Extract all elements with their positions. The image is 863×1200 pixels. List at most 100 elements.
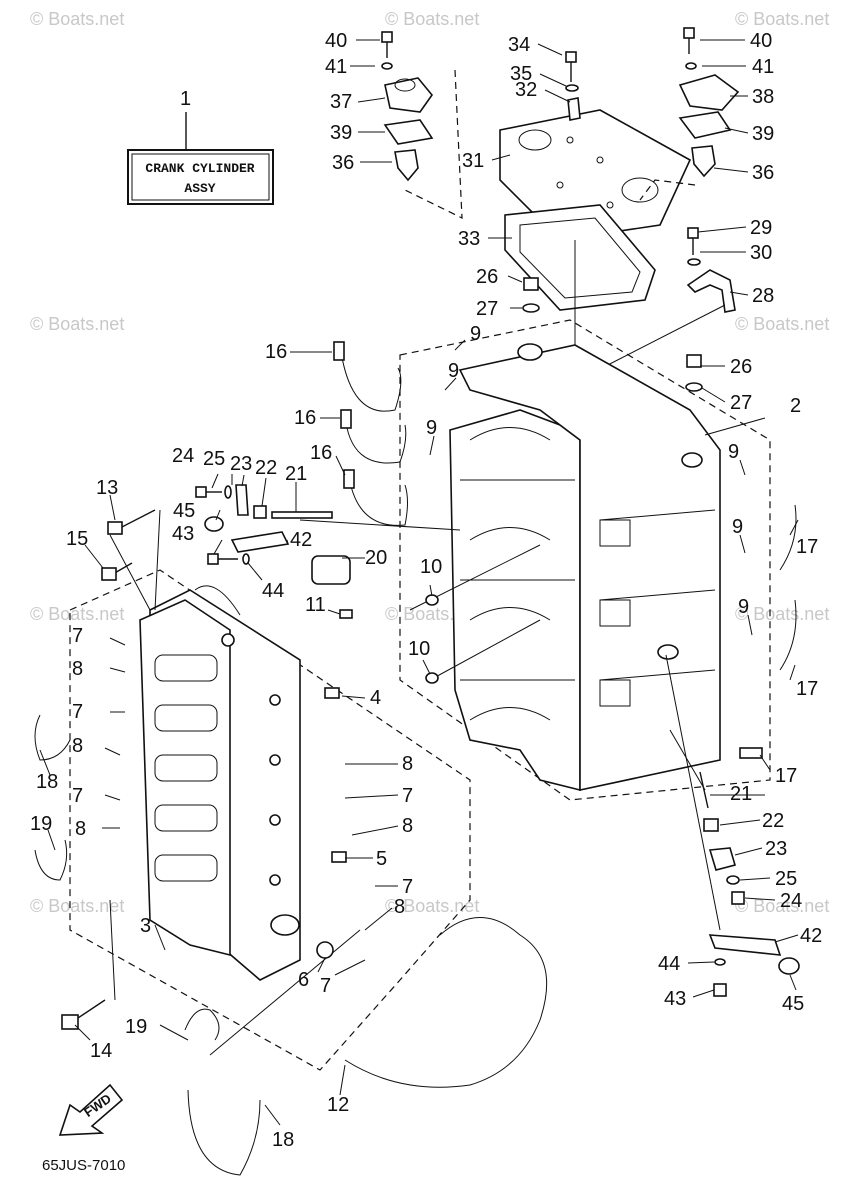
callout-2: 2 [790, 395, 801, 417]
callout-28: 28 [752, 285, 774, 307]
hose-18 [34, 714, 71, 761]
callout-9: 9 [728, 441, 739, 463]
diagram-code: 65JUS-7010 [42, 1157, 125, 1174]
plug-gasket [522, 303, 540, 313]
callout-18: 18 [36, 771, 58, 793]
callout-13: 13 [96, 477, 118, 499]
bolt-head [61, 1014, 79, 1030]
boss [599, 519, 631, 547]
watermark: © Boats.net [30, 314, 124, 334]
fwd-arrow: FWD [58, 1083, 124, 1136]
callout-4: 4 [370, 687, 381, 709]
watermark: © Boats.net [735, 9, 829, 29]
callout-33: 33 [458, 228, 480, 250]
hose-12 [344, 917, 548, 1088]
watermark: © Boats.net [385, 896, 479, 916]
callout-7: 7 [402, 876, 413, 898]
callout-39: 39 [330, 122, 352, 144]
hose-16 [339, 344, 402, 412]
callout-43: 43 [664, 988, 686, 1010]
watermark: © Boats.net [735, 896, 829, 916]
callout-36: 36 [332, 152, 354, 174]
callout-22: 22 [762, 810, 784, 832]
hose-end [739, 747, 763, 759]
callout-5: 5 [376, 848, 387, 870]
thermostat [394, 149, 419, 182]
plug-boss [681, 452, 703, 468]
washer [714, 958, 726, 966]
callout-38: 38 [752, 86, 774, 108]
bolt-head [207, 553, 219, 565]
hoses-and-links [34, 341, 797, 1176]
callout-12: 12 [327, 1094, 349, 1116]
callout-23: 23 [765, 838, 787, 860]
callout-36: 36 [752, 162, 774, 184]
title-inner-frame [131, 153, 270, 201]
bolt-boss [269, 814, 281, 826]
drain-plug [686, 354, 702, 368]
rib [599, 669, 716, 681]
callout-21: 21 [730, 783, 752, 805]
plug-gasket [685, 382, 703, 392]
washer [726, 875, 740, 885]
callout-32: 32 [515, 79, 537, 101]
cylinder-block [69, 569, 471, 1071]
hose-18 [187, 1089, 261, 1176]
port-window [154, 754, 218, 782]
cover-boss [394, 78, 416, 92]
callout-35: 35 [510, 63, 532, 85]
cover-plate [499, 109, 692, 241]
callout-30: 30 [750, 242, 772, 264]
callouts: 40 41 37 39 36 34 35 32 31 33 40 41 38 3… [30, 30, 822, 1151]
callout-25: 25 [775, 868, 797, 890]
callout-17: 17 [796, 536, 818, 558]
callout-23: 23 [230, 453, 252, 475]
rod [699, 771, 709, 809]
callout-44: 44 [658, 953, 680, 975]
watermark: © Boats.net [30, 604, 124, 624]
link-arm [235, 484, 249, 516]
bearing-saddle [469, 527, 551, 541]
title-line2: ASSY [184, 181, 215, 196]
cover-port [621, 177, 659, 203]
callout-22: 22 [255, 457, 277, 479]
callout-39: 39 [752, 123, 774, 145]
bolt-hole [606, 201, 614, 209]
callout-16: 16 [310, 442, 332, 464]
hose-17 [779, 504, 797, 571]
callout-7: 7 [72, 625, 83, 647]
watermark: © Boats.net [735, 314, 829, 334]
callout-9: 9 [732, 516, 743, 538]
bolt-boss [269, 694, 281, 706]
callout-7: 7 [402, 785, 413, 807]
watermark: © Boats.net [30, 896, 124, 916]
callout-27: 27 [730, 392, 752, 414]
callout-25: 25 [203, 448, 225, 470]
hose-19 [34, 839, 68, 881]
hose-16 [347, 469, 408, 526]
callout-19: 19 [125, 1016, 147, 1038]
callout-31: 31 [462, 150, 484, 172]
callout-17: 17 [775, 765, 797, 787]
washer [685, 62, 697, 70]
washer [381, 62, 393, 70]
boss [599, 599, 631, 627]
guide-line [665, 654, 721, 931]
bracket [567, 97, 581, 121]
gasket-inner-edge [519, 217, 641, 299]
bolt-head [107, 521, 123, 535]
watermark: © Boats.net [30, 9, 124, 29]
callout-3: 3 [140, 915, 151, 937]
washer [224, 485, 232, 499]
callout-26: 26 [730, 356, 752, 378]
callout-24: 24 [780, 890, 802, 912]
plug [425, 594, 439, 606]
lever-arm [230, 531, 290, 553]
thermostat-gasket [678, 111, 732, 139]
bolt-shank [119, 509, 156, 529]
callout-7: 7 [72, 785, 83, 807]
dowel [331, 851, 347, 863]
callout-7: 7 [320, 975, 331, 997]
bearing-saddle [469, 607, 551, 621]
guide-line [154, 509, 161, 611]
